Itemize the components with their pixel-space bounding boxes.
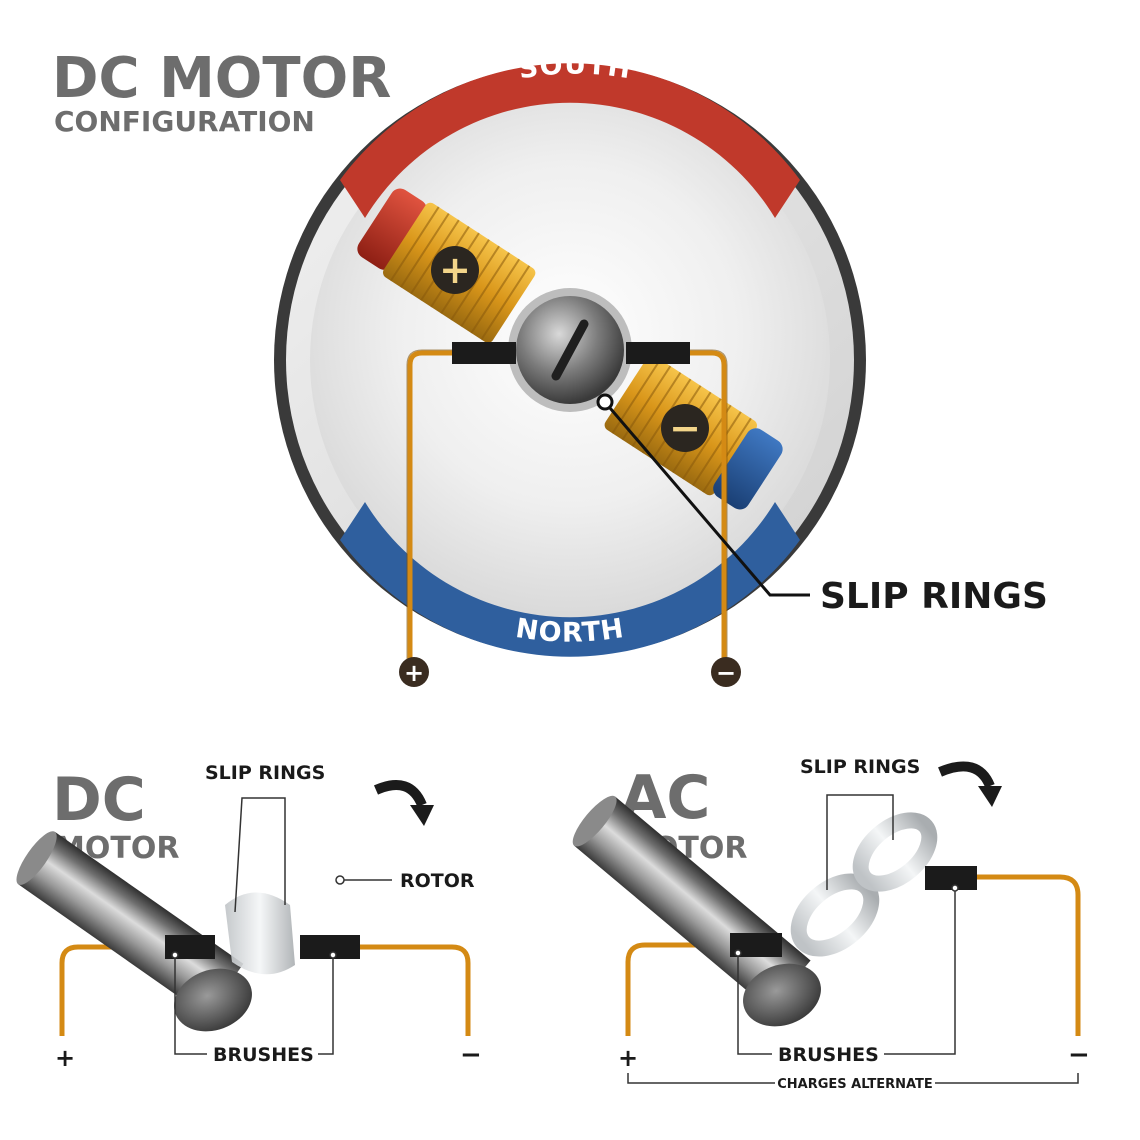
- dc-slip-rings-label: SLIP RINGS: [205, 762, 325, 784]
- armature-coils: + −: [357, 188, 783, 510]
- svg-text:−: −: [716, 659, 736, 687]
- dc-brushes-label: BRUSHES: [213, 1044, 314, 1066]
- terminal-positive: +: [399, 657, 429, 687]
- terminal-negative: −: [711, 657, 741, 687]
- dc-terminal-positive: +: [55, 1044, 75, 1072]
- dc-slip-rings-leader: [234, 797, 286, 913]
- slip-rings-callout: SLIP RINGS: [596, 393, 1048, 617]
- charges-alternate-bracket: [627, 1073, 1079, 1084]
- north-pole-magnet: NORTH: [340, 502, 800, 657]
- ac-brushes-label: BRUSHES: [778, 1044, 879, 1066]
- slip-rings-callout-label: SLIP RINGS: [820, 576, 1048, 617]
- rotor-hub: [508, 288, 632, 412]
- ac-rotation-arrow-icon: [938, 761, 1002, 807]
- north-label: NORTH: [514, 613, 627, 649]
- south-label: SOUTH: [516, 50, 633, 86]
- dc-slip-ring: [225, 892, 295, 975]
- dc-wires: [59, 944, 471, 1036]
- ac-slip-rings-leader: [826, 794, 894, 890]
- ac-slip-rings: [790, 812, 938, 957]
- dc-rotor-shaft: [16, 831, 252, 1032]
- positive-coil-symbol: +: [439, 248, 471, 292]
- ac-wires: [625, 874, 1081, 1036]
- dc-terminal-negative: −: [460, 1040, 482, 1070]
- negative-coil-symbol: −: [669, 406, 701, 450]
- dc-rotor-leader: [335, 875, 392, 885]
- dc-rotation-arrow-icon: [373, 780, 434, 826]
- positive-coil-icon: [431, 246, 479, 294]
- svg-text:+: +: [404, 659, 424, 687]
- dc-panel-title: DC: [52, 765, 146, 835]
- ac-brushes-leader: [734, 884, 959, 1055]
- main-wire-outline: [406, 349, 728, 660]
- south-pole-magnet: SOUTH: [340, 50, 800, 218]
- page-title: DC MOTOR: [52, 46, 391, 111]
- ac-terminal-positive: +: [618, 1044, 638, 1072]
- dc-rotor-label: ROTOR: [400, 870, 475, 892]
- ac-terminal-negative: −: [1068, 1040, 1090, 1070]
- dc-brushes-leader: [171, 951, 337, 1055]
- page-subtitle: CONFIGURATION: [54, 105, 315, 138]
- ac-slip-rings-label: SLIP RINGS: [800, 756, 920, 778]
- main-brushes: [452, 342, 690, 364]
- charges-alternate-label: CHARGES ALTERNATE: [777, 1077, 933, 1092]
- main-wires: [407, 350, 727, 660]
- ac-brushes: [730, 866, 977, 957]
- negative-coil-icon: [661, 404, 709, 452]
